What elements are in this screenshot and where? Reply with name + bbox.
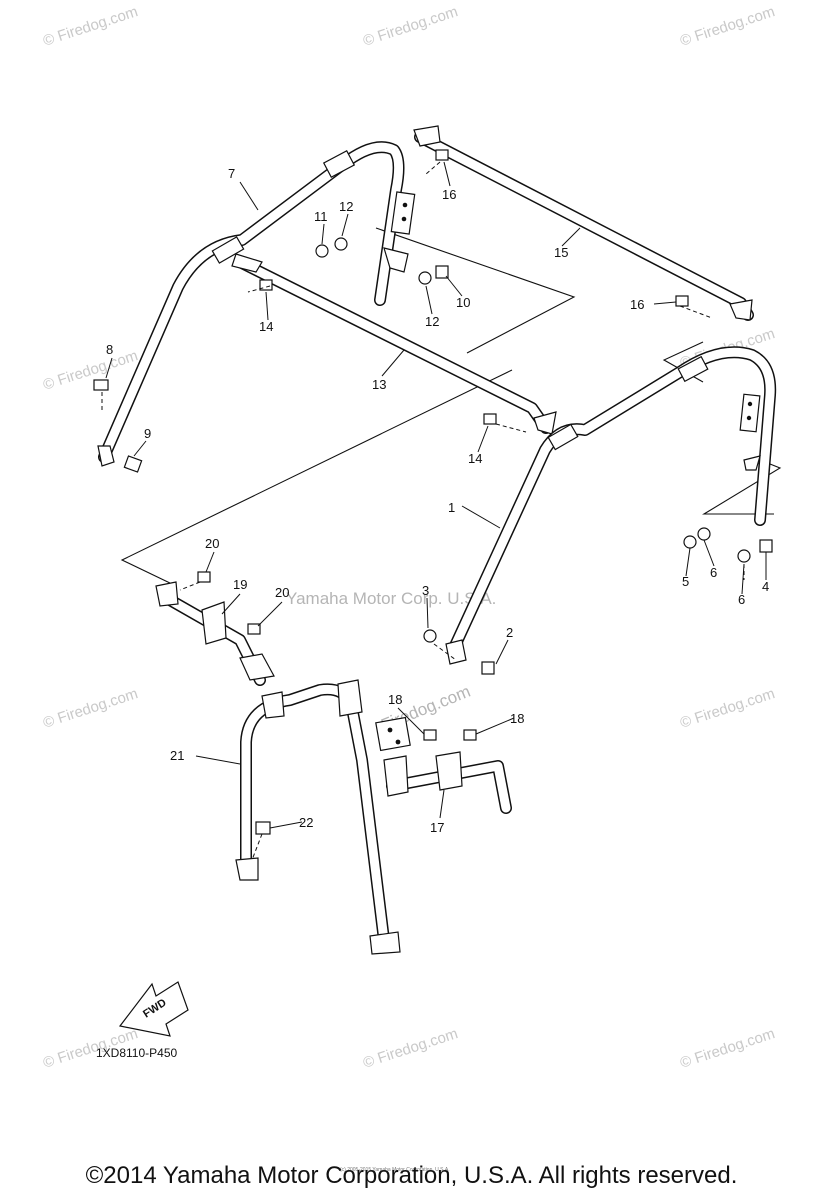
front-roll-bar	[445, 346, 777, 665]
bolt-icon	[423, 729, 437, 741]
callout-13: 13	[372, 377, 386, 392]
callout-1: 1	[448, 500, 455, 515]
bolt-icon	[483, 413, 497, 425]
watermarks: © Firedog.com © Firedog.com © Firedog.co…	[41, 3, 777, 1072]
callout-12b: 12	[425, 314, 439, 329]
bolt-icon	[463, 729, 477, 741]
nut-icon	[123, 455, 143, 473]
washer-icon	[418, 271, 432, 285]
bolt-icon	[435, 265, 449, 279]
callout-20a: 20	[205, 536, 219, 551]
bolt-icon	[759, 539, 773, 553]
bolt-icon	[675, 295, 689, 307]
fasteners	[93, 149, 773, 835]
callout-12a: 12	[339, 199, 353, 214]
bolt-icon	[259, 279, 273, 291]
callout-21: 21	[170, 748, 184, 763]
watermark-left-upper: © Firedog.com	[41, 347, 140, 394]
rear-roll-bar	[97, 141, 416, 467]
watermark-top-left: © Firedog.com	[41, 3, 140, 50]
copyright-footer: ©2014 Yamaha Motor Corporation, U.S.A. A…	[85, 1162, 738, 1189]
callout-22: 22	[299, 815, 313, 830]
bolt-icon	[247, 623, 261, 635]
bolt-icon	[481, 661, 495, 675]
fwd-arrow: FWD	[118, 981, 189, 1037]
bolt-icon	[435, 149, 449, 161]
watermark-top-center: © Firedog.com	[361, 3, 460, 50]
callout-9: 9	[144, 426, 151, 441]
callout-11: 11	[314, 209, 328, 224]
washer-icon	[737, 549, 751, 563]
cross-bar-13	[231, 253, 557, 435]
callout-14a: 14	[259, 319, 273, 334]
callouts: 1 2 3 4 5 6 6 7 8 9 10 11 12 12 13 14 14…	[106, 166, 769, 835]
callout-6a: 6	[710, 565, 717, 580]
lower-frame	[155, 581, 512, 955]
callout-19: 19	[233, 577, 247, 592]
callout-8: 8	[106, 342, 113, 357]
nut-icon	[683, 535, 697, 549]
callout-10: 10	[456, 295, 470, 310]
washer-icon	[423, 629, 437, 643]
reference-lines	[120, 227, 782, 585]
callout-14b: 14	[468, 451, 482, 466]
nut-icon	[315, 244, 329, 258]
washer-icon	[334, 237, 348, 251]
watermark-top-right: © Firedog.com	[678, 3, 777, 50]
watermark-bottom-right: © Firedog.com	[678, 1025, 777, 1072]
callout-16b: 16	[630, 297, 644, 312]
bolt-icon	[93, 379, 109, 391]
dashed-guides	[101, 161, 745, 861]
watermark-left-lower: © Firedog.com	[41, 685, 140, 732]
callout-20b: 20	[275, 585, 289, 600]
bolt-icon	[255, 821, 271, 835]
callout-18a: 18	[388, 692, 402, 707]
washer-icon	[697, 527, 711, 541]
callout-7: 7	[228, 166, 235, 181]
callout-3: 3	[422, 583, 429, 598]
watermark-center: Yamaha Motor Corp. U.S.A.	[286, 589, 496, 608]
callout-2: 2	[506, 625, 513, 640]
callout-6b: 6	[738, 592, 745, 607]
cross-bar-15	[413, 125, 754, 321]
callout-17: 17	[430, 820, 444, 835]
arrow-icon	[118, 981, 189, 1037]
watermark-right-lower: © Firedog.com	[678, 685, 777, 732]
callout-15: 15	[554, 245, 568, 260]
fine-print: (c) 2005-2015 Yamaha Motor Corporation, …	[340, 1167, 450, 1173]
callout-4: 4	[762, 579, 769, 594]
callout-18b: 18	[510, 711, 524, 726]
callout-16a: 16	[442, 187, 456, 202]
bolt-icon	[197, 571, 211, 583]
callout-5: 5	[682, 574, 689, 589]
drawing-code: 1XD8110-P450	[96, 1046, 177, 1060]
callout-leaders	[105, 161, 767, 829]
watermark-bottom-center: © Firedog.com	[361, 1025, 460, 1072]
